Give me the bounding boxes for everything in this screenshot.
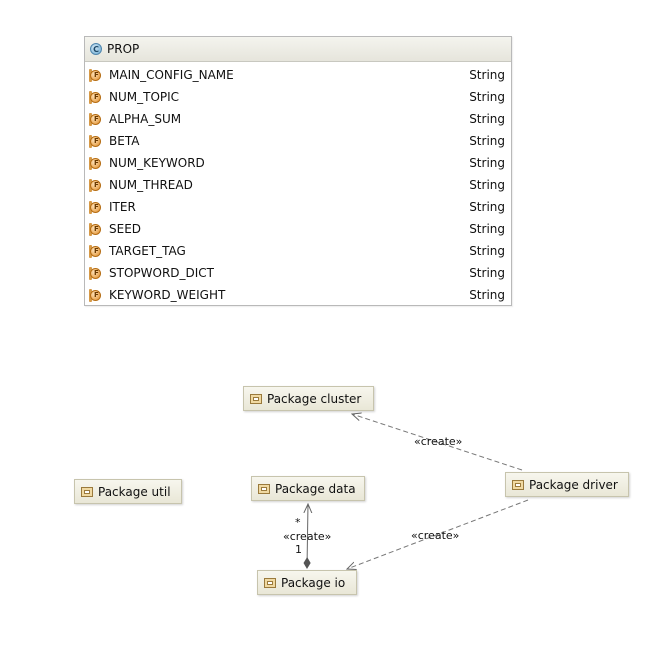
package-icon — [258, 483, 270, 494]
attribute-row[interactable]: F NUM_THREAD String — [85, 174, 511, 196]
attribute-name: TARGET_TAG — [109, 244, 186, 258]
attribute-name: BETA — [109, 134, 140, 148]
multiplicity-source: 1 — [295, 543, 302, 556]
attribute-row[interactable]: F KEYWORD_WEIGHT String — [85, 284, 511, 306]
package-io[interactable]: Package io — [257, 570, 357, 595]
dependency-driver-io[interactable] — [347, 499, 529, 569]
package-util[interactable]: Package util — [74, 479, 182, 504]
attribute-type: String — [469, 200, 505, 214]
package-icon — [264, 577, 276, 588]
attribute-row[interactable]: F ITER String — [85, 196, 511, 218]
package-icon — [512, 479, 524, 490]
field-icon: F — [89, 244, 103, 258]
attribute-row[interactable]: F ALPHA_SUM String — [85, 108, 511, 130]
multiplicity-target: * — [295, 516, 301, 529]
class-name: PROP — [107, 42, 140, 56]
attribute-name: SEED — [109, 222, 142, 236]
package-data[interactable]: Package data — [251, 476, 365, 501]
attribute-type: String — [469, 244, 505, 258]
attribute-type: String — [469, 90, 505, 104]
field-icon: F — [89, 222, 103, 236]
field-icon: F — [89, 68, 103, 82]
field-icon: F — [89, 266, 103, 280]
dependency-driver-cluster[interactable] — [352, 414, 523, 471]
field-icon: F — [89, 156, 103, 170]
package-driver[interactable]: Package driver — [505, 472, 629, 497]
attribute-row[interactable]: F TARGET_TAG String — [85, 240, 511, 262]
attribute-type: String — [469, 112, 505, 126]
package-cluster[interactable]: Package cluster — [243, 386, 374, 411]
package-driver-label: Package driver — [529, 477, 618, 492]
label-driver-io: «create» — [411, 529, 459, 542]
attribute-name: MAIN_CONFIG_NAME — [109, 68, 234, 82]
class-icon: C — [90, 43, 102, 55]
package-icon — [250, 393, 262, 404]
attribute-name: NUM_TOPIC — [109, 90, 180, 104]
composition-io-data[interactable] — [307, 504, 308, 568]
attribute-type: String — [469, 222, 505, 236]
attribute-name: ALPHA_SUM — [109, 112, 182, 126]
field-icon: F — [89, 200, 103, 214]
package-io-label: Package io — [281, 575, 346, 590]
attribute-name: STOPWORD_DICT — [109, 266, 215, 280]
package-data-label: Package data — [275, 481, 356, 496]
attribute-name: KEYWORD_WEIGHT — [109, 288, 226, 302]
attribute-type: String — [469, 288, 505, 302]
attribute-type: String — [469, 134, 505, 148]
attribute-type: String — [469, 156, 505, 170]
label-io-data: «create» — [283, 530, 331, 543]
package-util-label: Package util — [98, 484, 171, 499]
field-icon: F — [89, 178, 103, 192]
package-icon — [81, 486, 93, 497]
field-icon: F — [89, 90, 103, 104]
attribute-name: NUM_THREAD — [109, 178, 193, 192]
attribute-row[interactable]: F NUM_KEYWORD String — [85, 152, 511, 174]
class-header[interactable]: C PROP — [85, 37, 511, 62]
attribute-name: NUM_KEYWORD — [109, 156, 205, 170]
label-driver-cluster: «create» — [414, 435, 462, 448]
field-icon: F — [89, 288, 103, 302]
attribute-row[interactable]: F SEED String — [85, 218, 511, 240]
attribute-type: String — [469, 178, 505, 192]
field-icon: F — [89, 112, 103, 126]
attribute-row[interactable]: F STOPWORD_DICT String — [85, 262, 511, 284]
attribute-type: String — [469, 266, 505, 280]
attribute-row[interactable]: F NUM_TOPIC String — [85, 86, 511, 108]
attribute-name: ITER — [109, 200, 136, 214]
package-cluster-label: Package cluster — [267, 391, 362, 406]
attribute-row[interactable]: F BETA String — [85, 130, 511, 152]
field-icon: F — [89, 134, 103, 148]
attribute-row[interactable]: F MAIN_CONFIG_NAME String — [85, 64, 511, 86]
attribute-type: String — [469, 68, 505, 82]
